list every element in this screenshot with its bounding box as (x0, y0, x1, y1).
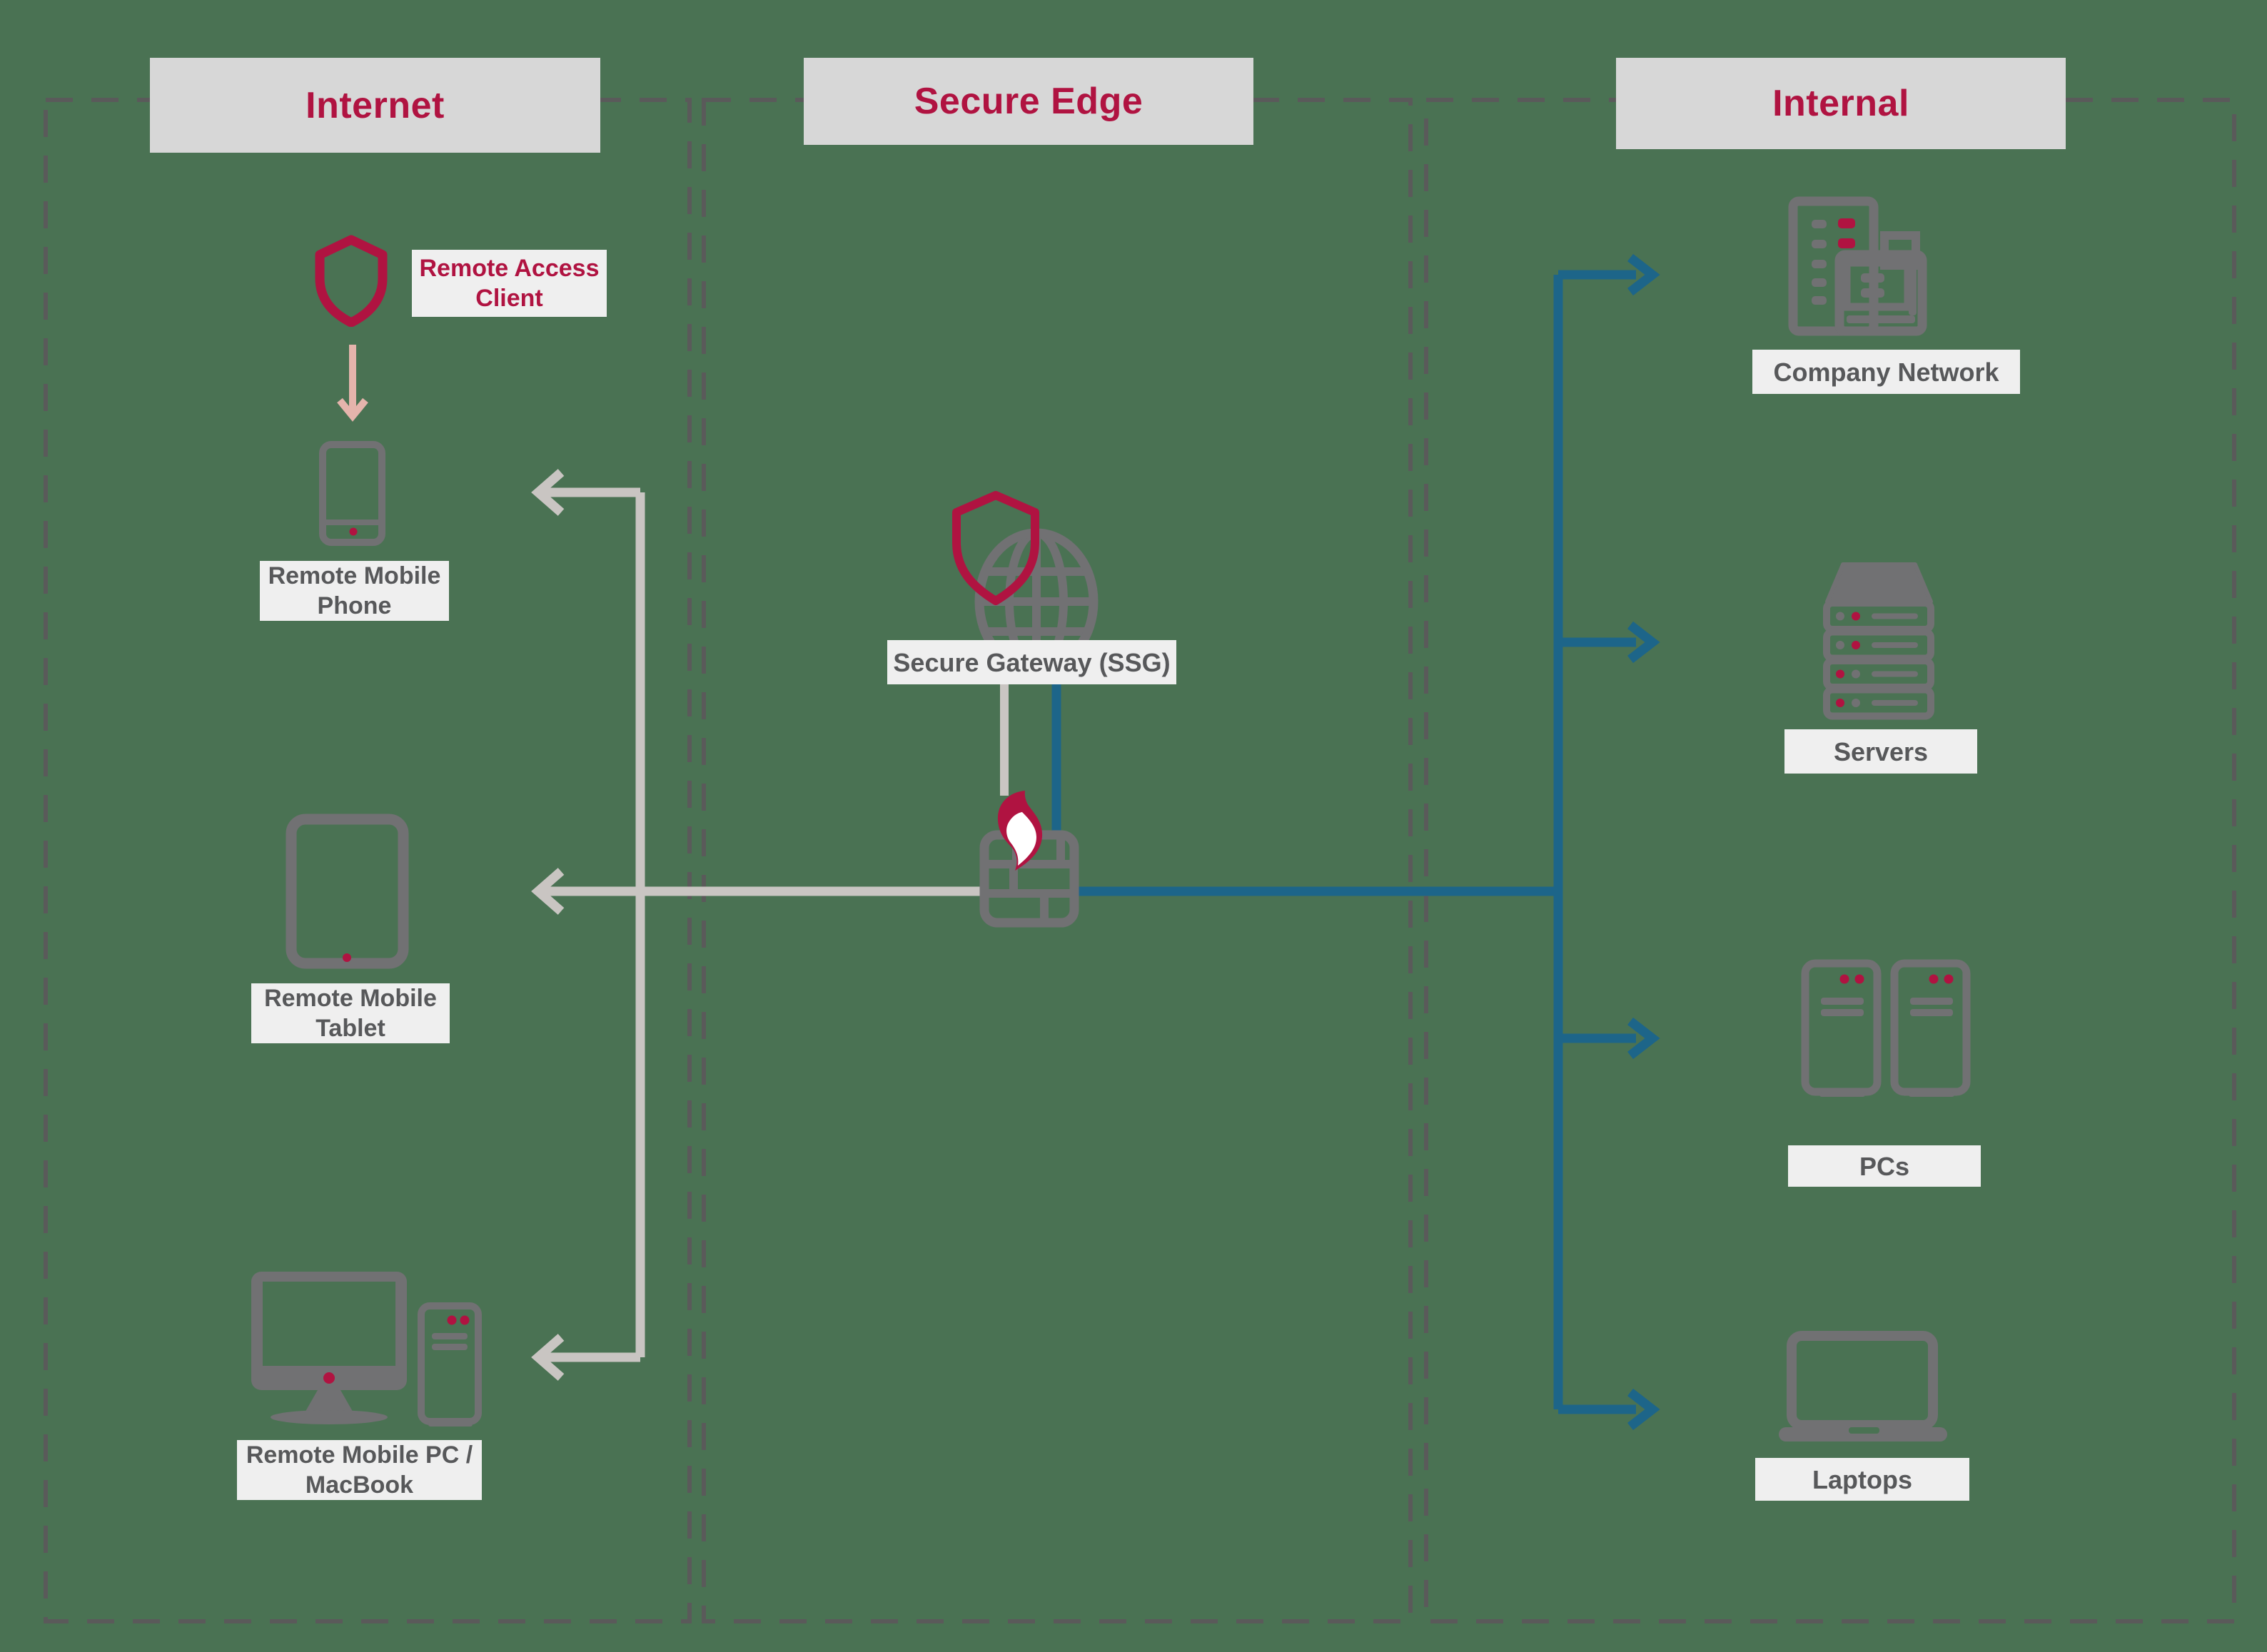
left-arrow-icon (531, 868, 565, 915)
right-arrow-icon (1627, 1388, 1660, 1431)
right-arrow-icon (1627, 253, 1660, 296)
column-header-internet: Internet (150, 58, 600, 153)
left-arrow-icon (531, 1334, 565, 1381)
office-building-icon (1788, 196, 1927, 336)
shield-icon (952, 491, 1039, 605)
pcs-label: PCs (1788, 1145, 1981, 1187)
remote-mobile-phone-label: Remote Mobile Phone (260, 561, 449, 621)
blue-connector-tree (1051, 253, 1660, 1431)
tower-2 (1890, 959, 1971, 1097)
tower-pc-icon (1801, 959, 1971, 1097)
laptop-icon (1779, 1331, 1947, 1441)
client-download-arrow (337, 345, 368, 422)
server-rack-icon (1823, 562, 1934, 720)
mobile-phone-icon (319, 441, 385, 546)
down-arrow-icon (337, 397, 368, 422)
tablet-icon (286, 814, 409, 969)
secure-edge-zone-border (702, 98, 1413, 1623)
gray-connector-tree (531, 469, 1009, 1381)
company-network-label: Company Network (1752, 350, 2020, 394)
shield-icon (315, 235, 388, 327)
secure-gateway-label: Secure Gateway (SSG) (887, 640, 1176, 684)
laptops-label: Laptops (1755, 1458, 1969, 1501)
remote-access-client-label: Remote Access Client (412, 250, 607, 317)
right-arrow-icon (1627, 621, 1660, 664)
internal-zone-border (1424, 98, 2236, 1623)
tower-1 (1801, 959, 1882, 1097)
right-arrow-icon (1627, 1017, 1660, 1060)
remote-mobile-tablet-label: Remote Mobile Tablet (251, 983, 450, 1043)
desktop-computer-icon (251, 1272, 482, 1427)
column-header-secure-edge: Secure Edge (804, 58, 1253, 145)
left-arrow-icon (531, 469, 565, 516)
flame-icon (997, 791, 1043, 871)
servers-label: Servers (1784, 729, 1977, 774)
remote-mobile-pc-label: Remote Mobile PC / MacBook (237, 1440, 482, 1500)
column-header-internal: Internal (1616, 58, 2066, 149)
firewall-flame-icon (979, 791, 1079, 928)
